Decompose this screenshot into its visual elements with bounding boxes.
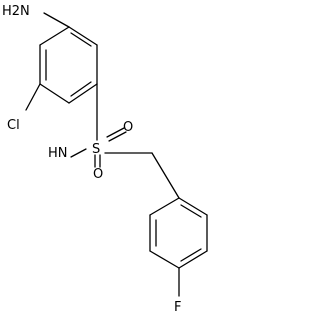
sulfur-nitrogen-bond bbox=[70, 148, 87, 158]
fluorine-label: F bbox=[174, 300, 181, 315]
ring2-double-2 bbox=[180, 248, 202, 262]
ring2-bond-1 bbox=[178, 197, 208, 216]
molecule-structure: H2N Cl S O O HN F bbox=[2, 4, 208, 315]
sulfur-label: S bbox=[92, 142, 100, 157]
sulfonamide-nh-label: HN bbox=[48, 146, 68, 161]
ring2-bond-3 bbox=[178, 250, 208, 269]
methylene-ring-bond bbox=[151, 152, 180, 199]
ring1-double-1 bbox=[70, 32, 92, 47]
fluorophenyl-ring bbox=[149, 197, 208, 269]
oxygen-right-label: O bbox=[123, 120, 133, 135]
sulfur-oxygen-right-bond-b bbox=[108, 131, 127, 142]
ring1-bond-4 bbox=[39, 83, 70, 104]
amine-bond bbox=[43, 12, 70, 28]
aniline-ring bbox=[39, 26, 98, 104]
sulfur-oxygen-right-bond-a bbox=[106, 127, 125, 138]
ring2-bond-4 bbox=[149, 250, 180, 269]
chlorine-bond bbox=[25, 83, 41, 111]
amine-label: H2N bbox=[2, 4, 30, 19]
ring2-double-1 bbox=[180, 204, 202, 218]
chlorine-label: Cl bbox=[7, 118, 20, 133]
ring1-bond-6 bbox=[39, 26, 70, 46]
ring1-bond-3 bbox=[68, 83, 98, 104]
oxygen-bottom-label: O bbox=[93, 167, 103, 182]
ring1-bond-1 bbox=[68, 26, 98, 46]
ring1-double-2 bbox=[70, 81, 92, 97]
ring2-bond-6 bbox=[149, 197, 180, 216]
